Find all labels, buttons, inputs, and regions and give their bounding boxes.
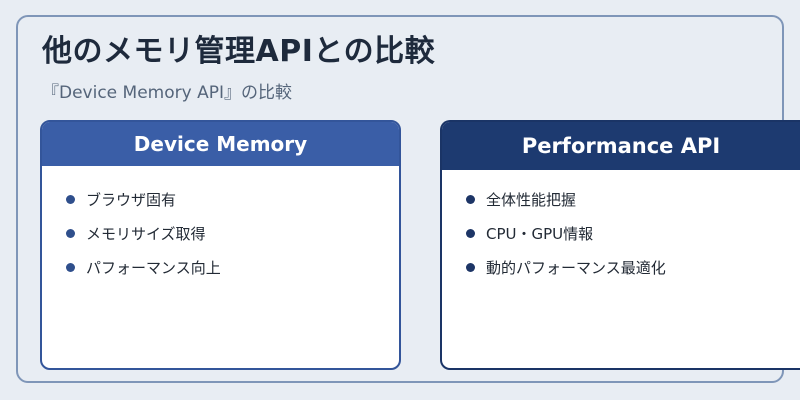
list-item: ブラウザ固有	[66, 182, 399, 216]
feature-list: 全体性能把握 CPU・GPU情報 動的パフォーマンス最適化	[442, 170, 800, 284]
card-heading: Performance API	[442, 122, 800, 170]
list-item-label: パフォーマンス向上	[86, 258, 221, 277]
list-item: パフォーマンス向上	[66, 250, 399, 284]
card-device-memory: Device Memory ブラウザ固有 メモリサイズ取得 パフォーマンス向上	[40, 120, 401, 370]
bullet-icon	[466, 194, 475, 204]
list-item-label: CPU・GPU情報	[486, 224, 594, 243]
page-subtitle: 『Device Memory API』の比較	[42, 83, 292, 103]
bullet-icon	[466, 228, 475, 238]
list-item-label: 動的パフォーマンス最適化	[486, 258, 666, 277]
page-title: 他のメモリ管理APIとの比較	[42, 34, 436, 69]
list-item-label: ブラウザ固有	[86, 190, 177, 209]
bullet-icon	[466, 262, 475, 272]
list-item: メモリサイズ取得	[66, 216, 399, 250]
card-heading: Device Memory	[42, 122, 399, 166]
list-item: 動的パフォーマンス最適化	[466, 250, 800, 284]
list-item-label: メモリサイズ取得	[86, 224, 206, 243]
bullet-icon	[66, 228, 75, 238]
feature-list: ブラウザ固有 メモリサイズ取得 パフォーマンス向上	[42, 166, 399, 284]
list-item: 全体性能把握	[466, 182, 800, 216]
card-performance-api: Performance API 全体性能把握 CPU・GPU情報 動的パフォーマ…	[440, 120, 800, 370]
bullet-icon	[66, 194, 75, 204]
bullet-icon	[66, 262, 75, 272]
list-item-label: 全体性能把握	[486, 190, 577, 209]
list-item: CPU・GPU情報	[466, 216, 800, 250]
